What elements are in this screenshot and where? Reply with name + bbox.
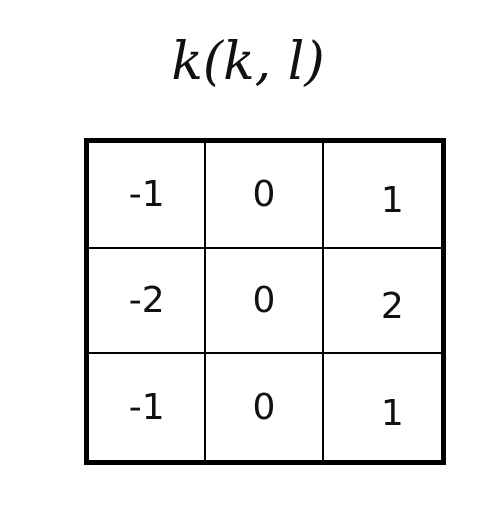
kernel-cell-r1-c2: 2 [323, 249, 441, 355]
kernel-cell-r0-c1: 0 [206, 143, 324, 249]
kernel-cell-r1-c1: 0 [206, 248, 324, 355]
kernel-grid: -1 0 1 -2 0 2 -1 0 1 [84, 138, 446, 465]
kernel-cell-r0-c0: -1 [89, 143, 207, 249]
kernel-title: k(k, l) [171, 32, 325, 92]
kernel-cell-r2-c2: 1 [380, 392, 404, 434]
kernel-cell-r0-c2: 1 [323, 143, 441, 249]
kernel-cell-r2-c0: -1 [89, 354, 207, 460]
kernel-cell-r1-c0: -2 [89, 248, 207, 355]
kernel-cell-r2-c1: 0 [206, 354, 324, 460]
